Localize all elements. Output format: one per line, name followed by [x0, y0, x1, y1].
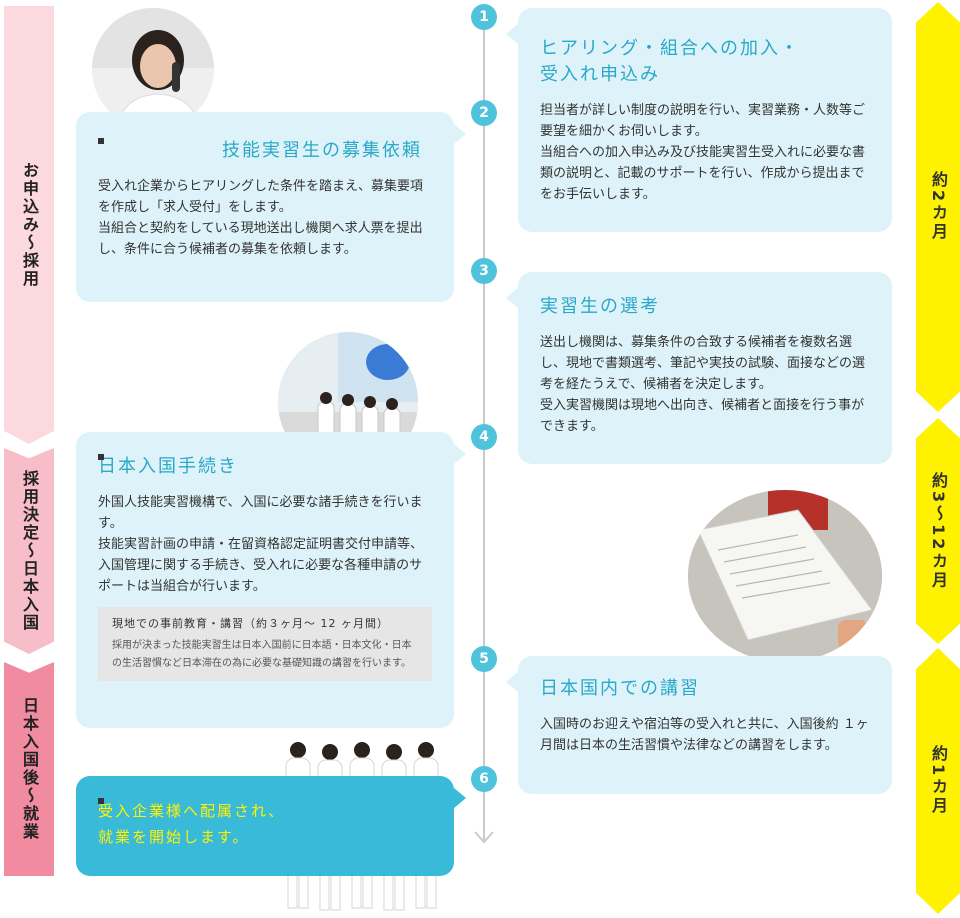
- duration-arrow-2: 約3～12カ月: [916, 418, 960, 644]
- step-body: 担当者が詳しい制度の説明を行い、実習業務・人数等ご要望を細かくお伺いします。 当…: [540, 103, 866, 202]
- step-card-2: 技能実習生の募集依頼 受入れ企業からヒアリングした条件を踏まえ、募集要項を作成し…: [76, 112, 466, 302]
- timeline-arrow-icon: [474, 831, 494, 844]
- step-title: 日本入国手続き: [98, 456, 238, 477]
- step-card-4: 日本入国手続き 外国人技能実習機構で、入国に必要な諸手続きを行います。 技能実習…: [76, 432, 466, 728]
- step-card-3: 実習生の選考 送出し機関は、募集条件の合致する候補者を複数名選し、現地で書類選考…: [506, 272, 892, 464]
- phase-label: 採用決定～日本入国: [20, 470, 39, 632]
- step-body: 受入れ企業からヒアリングした条件を踏まえ、募集要項を作成し「求人受付」をします。…: [98, 179, 424, 257]
- step-body: 送出し機関は、募集条件の合致する候補者を複数名選し、現地で書類選考、筆記や実技の…: [540, 335, 866, 434]
- phase-label: お申込み～採用: [20, 162, 39, 288]
- step-number-3: 3: [471, 258, 497, 284]
- phase-label: 日本入国後～就業: [20, 697, 39, 841]
- step-title: 実習生の選考: [540, 296, 660, 317]
- duration-label: 約3～12カ月: [929, 471, 948, 591]
- step-title: 受入企業様へ配属され、 就業を開始します。: [98, 802, 286, 846]
- note-title: 現地での事前教育・講習（約３ヶ月～ 12 ヶ月間）: [112, 617, 389, 630]
- duration-arrow-1: 約2カ月: [916, 2, 960, 412]
- duration-label: 約1カ月: [929, 745, 948, 817]
- phase-banner-employment: 日本入国後～就業: [4, 662, 54, 876]
- step-number-1: 1: [471, 4, 497, 30]
- textbook-photo: [688, 490, 882, 662]
- step-card-6: 受入企業様へ配属され、 就業を開始します。: [76, 776, 466, 876]
- step-title: 日本国内での講習: [540, 678, 700, 699]
- step-number-5: 5: [471, 646, 497, 672]
- note-body: 採用が決まった技能実習生は日本入国前に日本語・日本文化・日本の生活習慣など日本滞…: [112, 640, 412, 669]
- duration-label: 約2カ月: [929, 171, 948, 243]
- step-title: 技能実習生の募集依頼: [222, 140, 422, 161]
- pre-education-note: 現地での事前教育・講習（約３ヶ月～ 12 ヶ月間） 採用が決まった技能実習生は日…: [98, 607, 432, 681]
- duration-arrow-3: 約1カ月: [916, 648, 960, 914]
- step-body: 入国時のお迎えや宿泊等の受入れと共に、入国後約 １ヶ月間は日本の生活習慣や法律な…: [540, 717, 869, 753]
- step-card-5: 日本国内での講習 入国時のお迎えや宿泊等の受入れと共に、入国後約 １ヶ月間は日本…: [506, 656, 892, 794]
- phase-banner-application: お申込み～採用: [4, 6, 54, 444]
- step-card-1: ヒアリング・組合への加入・ 受入れ申込み 担当者が詳しい制度の説明を行い、実習業…: [506, 8, 892, 232]
- step-number-2: 2: [471, 100, 497, 126]
- step-title: ヒアリング・組合への加入・ 受入れ申込み: [540, 38, 800, 85]
- step-number-4: 4: [471, 424, 497, 450]
- step-body: 外国人技能実習機構で、入国に必要な諸手続きを行います。 技能実習計画の申請・在留…: [98, 495, 424, 594]
- phase-banner-entry: 採用決定～日本入国: [4, 448, 54, 654]
- step-number-6: 6: [471, 766, 497, 792]
